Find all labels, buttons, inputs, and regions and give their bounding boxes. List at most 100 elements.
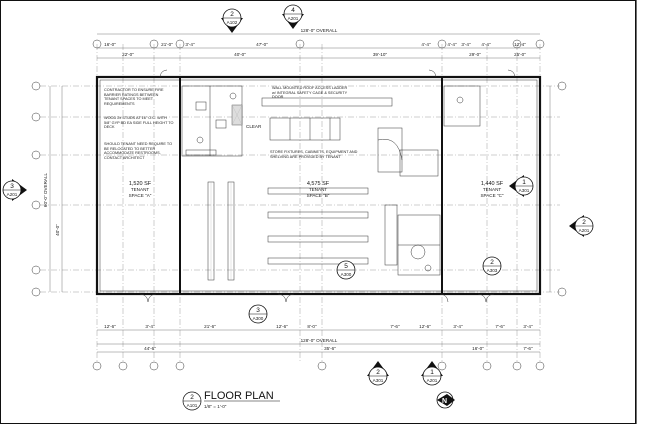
dim-bot-7: 3'-4" [453, 324, 463, 329]
room-center-label: TENANT [309, 187, 328, 192]
title-tag-sheet: A101 [187, 403, 198, 408]
grid-bubbles [31, 39, 567, 371]
dim-top2-2: 39'-10" [373, 52, 388, 57]
dim-top2-4: 25'-0" [514, 52, 526, 57]
dim-top-3: 47'-0" [256, 42, 268, 47]
dim-bot-4: 8'-0" [307, 324, 317, 329]
callout-num: 1 [522, 179, 526, 186]
note-mid: STORE FIXTURES, CABINETS, EQUIPMENT AND … [270, 150, 358, 159]
room-right-area: 1,440 SF [481, 181, 504, 187]
dim-top-0: 16'-0" [104, 42, 116, 47]
room-center-area: 4,575 SF [307, 181, 330, 187]
drawing-title-text: FLOOR PLAN [204, 390, 274, 402]
callout-sheet: A301 [519, 188, 530, 193]
callout-num: 5 [344, 263, 348, 270]
north-arrow-icon: N [436, 391, 455, 409]
note-left-a: CONTRACTOR TO ENSURE FIRE BARRIER RATING… [104, 88, 164, 106]
dim-top-1: 21'-0" [161, 42, 173, 47]
dim-bot-2: 21'-6" [204, 324, 216, 329]
callout-num: 1 [430, 369, 434, 376]
room-right-label: TENANT [483, 187, 502, 192]
dim-bot-3: 12'-6" [276, 324, 288, 329]
room-right-name: SPACE "C" [480, 193, 503, 198]
bottom-dimension-texts: 12'-6" 3'-4" 21'-6" 12'-6" 8'-0" 7'-6" 12'-6" 3… [104, 324, 533, 351]
dim-top-6: 3'-4" [461, 42, 471, 47]
dim-bot-0: 12'-6" [104, 324, 116, 329]
callout-num: 3 [10, 183, 14, 190]
callout-sheet: A201 [7, 192, 18, 197]
callout-sheet: A300 [341, 272, 352, 277]
dim-top2-1: 40'-0" [234, 52, 246, 57]
room-left-name: SPACE "A" [129, 193, 152, 198]
clear-label: CLEAR [246, 124, 262, 129]
callouts: 2A1024A2013A2011A3012A2015A3003A3002A303… [2, 4, 594, 386]
dim-overall-left: 60'-0" OVERALL [43, 172, 48, 207]
note-left-c: SHOULD TENANT NEED REQUIRE TO BE RELOCAT… [104, 142, 173, 160]
callout-sheet: A201 [427, 378, 438, 383]
dim-top2-3: 29'-0" [469, 52, 481, 57]
dim-bot2-3: 7'-6" [523, 346, 533, 351]
top-dimension-texts: 16'-0" 21'-0" 3'-4" 47'-0" 4'-4" 4'-4" 3'-4" 4'… [104, 42, 526, 57]
dim-top-7: 4'-4" [481, 42, 491, 47]
dim-top-2: 3'-4" [185, 42, 195, 47]
dim-top-4: 4'-4" [421, 42, 431, 47]
callout-sheet: A301 [373, 378, 384, 383]
note-left-b: WOOD 2x STUDS AT 16" O.C. WITH 5/8" GYP … [104, 116, 174, 130]
dim-bot2-1: 35'-6" [324, 346, 336, 351]
title-tag-num: 2 [190, 394, 194, 401]
dim-bot2-0: 44'-6" [144, 346, 156, 351]
dim-bot-8: 7'-6" [495, 324, 505, 329]
dim-top-5: 4'-4" [447, 42, 457, 47]
center-fixtures [261, 97, 439, 266]
demising-walls [179, 77, 443, 294]
room-left-label: TENANT [131, 187, 150, 192]
dim-left-b: 40'-0" [55, 224, 60, 236]
room-center: 4,575 SF TENANT SPACE "B" [307, 181, 330, 198]
storefront-doors [139, 69, 516, 303]
note-blocks: CONTRACTOR TO ENSURE FIRE BARRIER RATING… [104, 86, 358, 160]
svg-text:N: N [442, 398, 447, 405]
note-top-mid: WALL MOUNTED ROOF ACCESS LADDER w/ INTEG… [272, 86, 348, 100]
dim-bot-9: 3'-4" [523, 324, 533, 329]
dim-overall-bottom: 128'-0" OVERALL [301, 338, 338, 343]
left-restrooms [181, 85, 243, 157]
callout-sheet: A201 [288, 16, 299, 21]
callout-num: 2 [490, 259, 494, 266]
dim-bot-6: 12'-6" [419, 324, 431, 329]
dim-overall-top: 128'-0" OVERALL [301, 28, 338, 33]
callout-sheet: A303 [487, 268, 498, 273]
dim-bot2-2: 16'-0" [472, 346, 484, 351]
drawing-title: 2 A101 FLOOR PLAN 1/8" = 1'-0" [182, 390, 280, 411]
room-left-area: 1,520 SF [129, 181, 152, 187]
dim-top-8: 12'-4" [514, 42, 526, 47]
room-center-name: SPACE "B" [307, 193, 330, 198]
callout-sheet: A201 [579, 228, 590, 233]
callout-sheet: A102 [227, 20, 238, 25]
right-restrooms [397, 85, 481, 276]
dim-bot-5: 7'-6" [390, 324, 400, 329]
dim-top2-0: 22'-0" [122, 52, 134, 57]
drawing-scale: 1/8" = 1'-0" [204, 404, 227, 409]
room-left: 1,520 SF TENANT SPACE "A" [129, 181, 152, 198]
callout-sheet: A300 [253, 316, 264, 321]
callout-num: 3 [256, 307, 260, 314]
room-right: 1,440 SF TENANT SPACE "C" [480, 181, 503, 198]
dim-bot-1: 3'-4" [145, 324, 155, 329]
callout-num: 2 [376, 369, 380, 376]
dimension-lines [49, 33, 551, 353]
exterior-walls [95, 75, 542, 296]
callout-num: 2 [582, 219, 586, 226]
callout-num: 2 [230, 11, 234, 18]
callout-num: 4 [291, 7, 295, 14]
left-shelving [207, 181, 235, 281]
